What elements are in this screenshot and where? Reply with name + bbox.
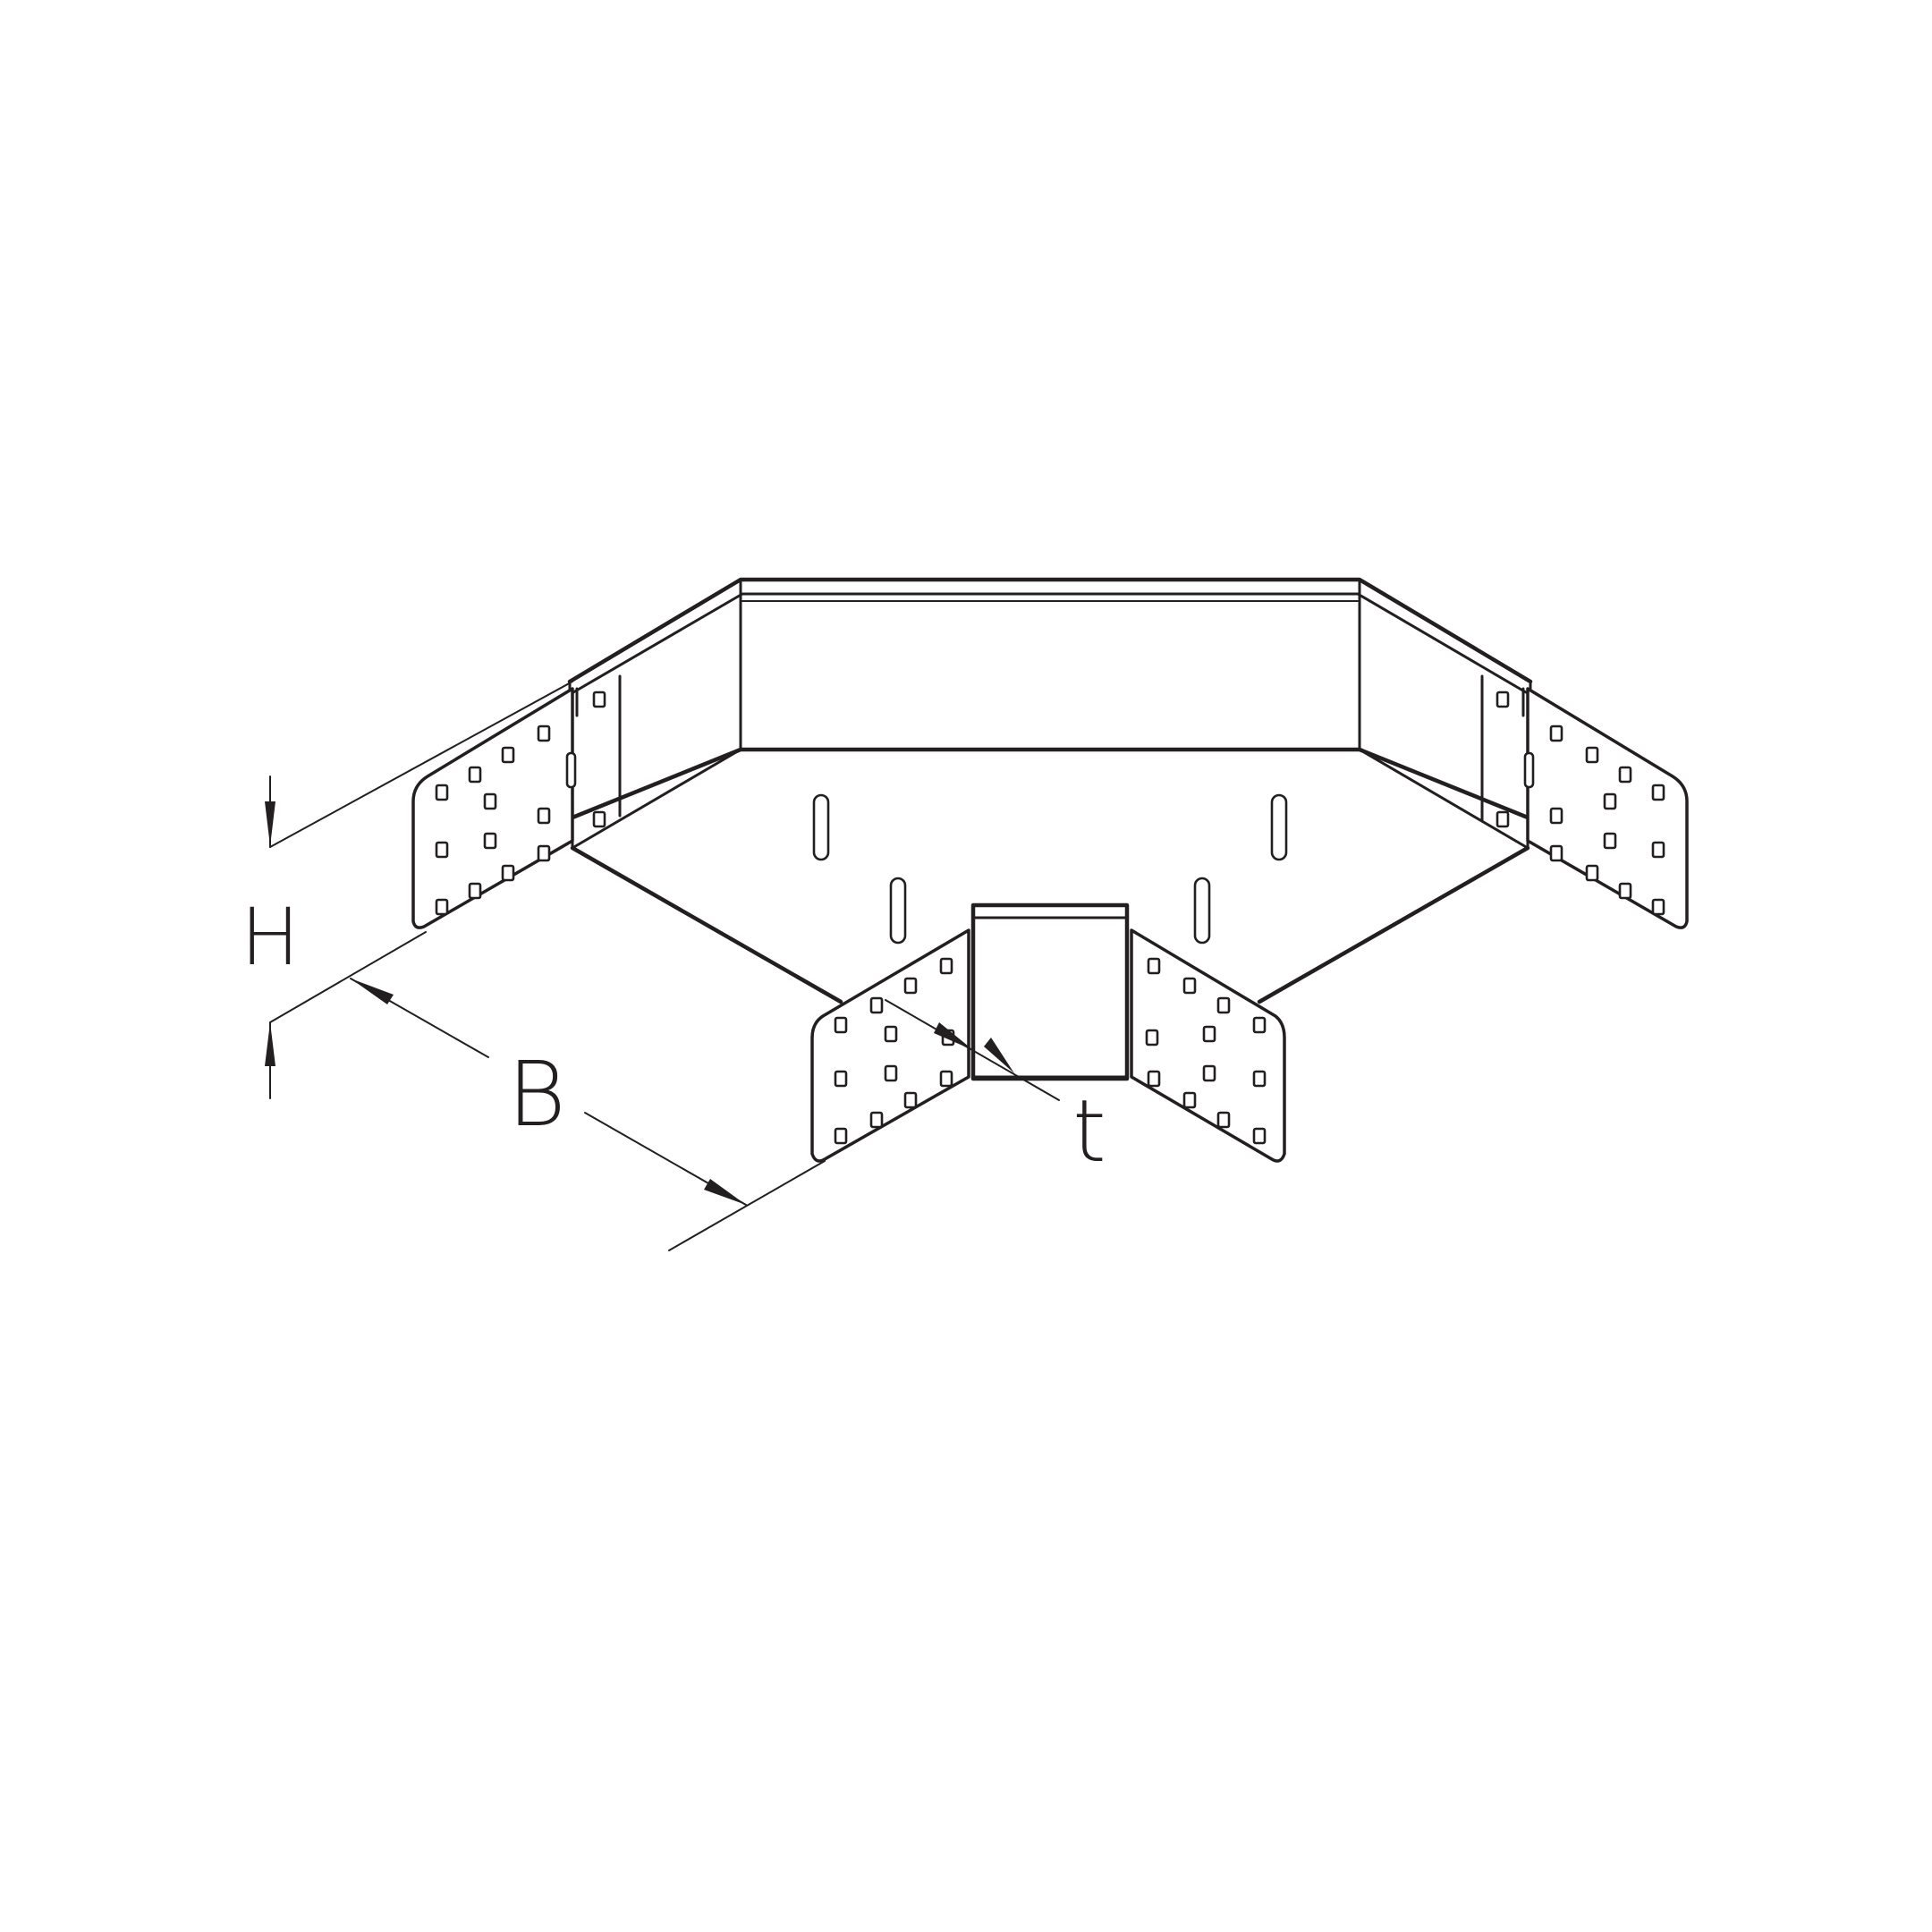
bolt-hole <box>1496 691 1510 708</box>
floor-slot <box>889 877 907 945</box>
plate-slot <box>1523 751 1535 789</box>
bolt-hole <box>1618 766 1632 784</box>
bolt-hole <box>1252 1127 1267 1145</box>
plate-slot <box>565 751 577 789</box>
bolt-hole <box>939 957 953 975</box>
bolt-hole <box>834 1016 848 1034</box>
bolt-hole <box>1182 977 1197 995</box>
bolt-hole <box>1202 1064 1216 1082</box>
dimension-thickness: t <box>885 999 1106 1182</box>
height-label: H <box>241 891 300 983</box>
bolt-hole <box>1585 746 1599 764</box>
bolt-hole <box>834 1070 848 1088</box>
bolt-hole <box>884 1025 898 1043</box>
bolt-hole <box>1651 898 1665 916</box>
bolt-hole <box>1216 996 1231 1014</box>
bolt-hole <box>834 1127 848 1145</box>
bolt-hole <box>869 1111 884 1129</box>
bolt-hole <box>537 724 551 742</box>
left-coupler-plate <box>411 687 606 929</box>
bolt-hole <box>501 746 515 764</box>
bolt-hole <box>435 784 449 801</box>
bolt-hole <box>1202 1025 1216 1043</box>
bolt-hole <box>592 691 606 708</box>
dimension-height: H <box>241 681 573 1099</box>
floor-slot <box>812 793 830 861</box>
bolt-hole <box>1182 1091 1197 1109</box>
tray-floor <box>570 793 1530 1004</box>
front-right-coupler-plate <box>1125 928 1286 1163</box>
bolt-hole <box>903 977 918 995</box>
bolt-hole <box>537 844 551 862</box>
bolt-hole <box>1651 784 1665 801</box>
floor-slot <box>1193 877 1211 945</box>
bolt-hole <box>435 898 449 916</box>
bolt-hole <box>592 810 606 828</box>
bolt-hole <box>903 1091 918 1109</box>
bolt-hole <box>483 792 497 810</box>
dimension-width: B <box>350 978 826 1251</box>
bolt-hole <box>1252 1016 1267 1034</box>
bolt-hole <box>1651 841 1665 859</box>
bolt-hole <box>468 766 482 784</box>
floor-slot <box>1270 793 1288 861</box>
bolt-hole <box>1147 957 1161 975</box>
bolt-hole <box>1549 844 1563 862</box>
bolt-hole <box>884 1064 898 1082</box>
bolt-hole <box>1216 1111 1231 1129</box>
right-coupler-plate <box>1496 687 1689 929</box>
bolt-hole <box>1603 792 1617 810</box>
bolt-hole <box>1252 1070 1267 1088</box>
bolt-hole <box>1549 724 1563 742</box>
back-wall <box>567 577 1533 850</box>
bolt-hole <box>1147 1070 1161 1088</box>
bolt-hole <box>1496 810 1510 828</box>
bolt-hole <box>1603 832 1617 850</box>
width-label: B <box>507 1042 565 1147</box>
bolt-hole <box>939 1070 953 1088</box>
bolt-hole <box>435 841 449 859</box>
bolt-hole <box>1549 807 1563 825</box>
bolt-hole <box>537 807 551 825</box>
bolt-hole <box>1585 864 1599 882</box>
bolt-hole <box>1618 882 1632 900</box>
bolt-hole <box>501 864 515 882</box>
front-left-coupler-plate <box>810 928 975 1163</box>
bolt-hole <box>869 996 884 1014</box>
bolt-hole <box>1145 1029 1159 1046</box>
thickness-label: t <box>1072 1081 1106 1182</box>
bolt-hole <box>483 832 497 850</box>
bolt-hole <box>468 882 482 900</box>
